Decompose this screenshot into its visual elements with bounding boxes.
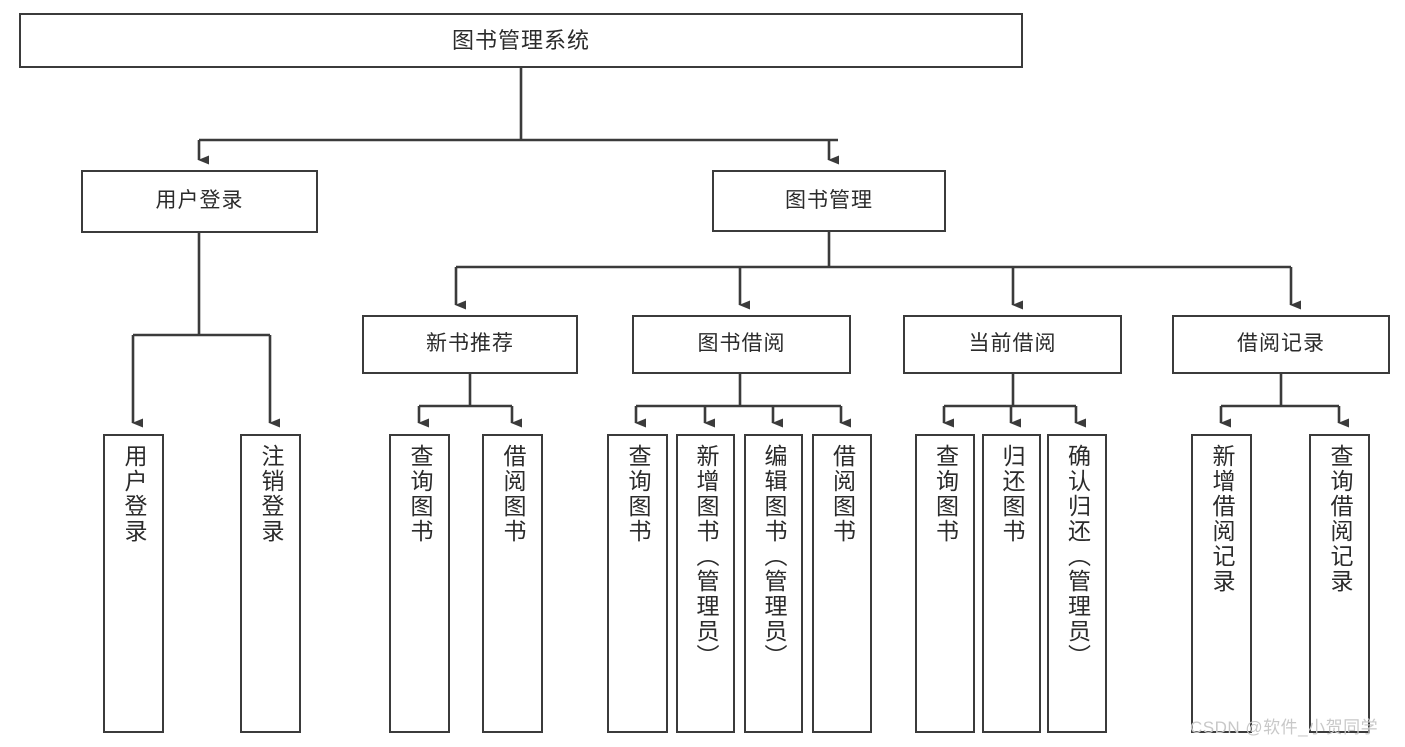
leaf-query-book-borrow[interactable]: 查询图书	[607, 434, 668, 733]
leaf-borrow-book-borrow[interactable]: 借阅图书	[812, 434, 872, 733]
leaf-return-book[interactable]: 归还图书	[982, 434, 1041, 733]
node-book-borrow[interactable]: 图书借阅	[632, 315, 851, 374]
leaf-confirm-return-admin[interactable]: 确认归还（管理员）	[1047, 434, 1107, 733]
node-label: 新增借阅记录	[1209, 444, 1235, 594]
node-label: 确认归还（管理员）	[1064, 444, 1091, 669]
node-label: 查询图书	[407, 444, 433, 544]
node-label: 归还图书	[999, 444, 1025, 544]
node-label: 借阅图书	[500, 444, 526, 544]
leaf-add-book-admin[interactable]: 新增图书（管理员）	[676, 434, 735, 733]
node-label: 图书借阅	[697, 332, 786, 356]
node-label: 新书推荐	[426, 332, 514, 356]
node-label: 当前借阅	[968, 332, 1057, 356]
node-label: 用户登录	[155, 189, 244, 213]
leaf-logout[interactable]: 注销登录	[240, 434, 301, 733]
leaf-borrow-book-recommend[interactable]: 借阅图书	[482, 434, 543, 733]
leaf-user-login[interactable]: 用户登录	[103, 434, 164, 733]
leaf-add-borrow-record[interactable]: 新增借阅记录	[1191, 434, 1252, 733]
node-label: 查询图书	[625, 444, 651, 544]
node-new-book-recommend[interactable]: 新书推荐	[362, 315, 578, 374]
node-label: 编辑图书（管理员）	[761, 444, 787, 669]
leaf-query-book-current[interactable]: 查询图书	[915, 434, 975, 733]
node-label: 图书管理	[785, 188, 873, 212]
node-label: 借阅图书	[829, 444, 856, 544]
node-label: 用户登录	[121, 444, 147, 544]
node-label: 借阅记录	[1237, 332, 1325, 356]
node-label: 查询借阅记录	[1327, 444, 1353, 594]
node-label: 图书管理系统	[451, 27, 590, 53]
node-root-system[interactable]: 图书管理系统	[19, 13, 1023, 68]
node-user-login[interactable]: 用户登录	[81, 170, 318, 233]
node-borrow-record[interactable]: 借阅记录	[1172, 315, 1390, 374]
leaf-edit-book-admin[interactable]: 编辑图书（管理员）	[744, 434, 803, 733]
node-label: 新增图书（管理员）	[693, 444, 719, 669]
node-label: 注销登录	[258, 444, 284, 544]
node-label: 查询图书	[932, 444, 959, 544]
leaf-query-book-recommend[interactable]: 查询图书	[389, 434, 450, 733]
node-book-manage[interactable]: 图书管理	[712, 170, 946, 232]
node-current-borrow[interactable]: 当前借阅	[903, 315, 1122, 374]
leaf-query-borrow-record[interactable]: 查询借阅记录	[1309, 434, 1370, 733]
